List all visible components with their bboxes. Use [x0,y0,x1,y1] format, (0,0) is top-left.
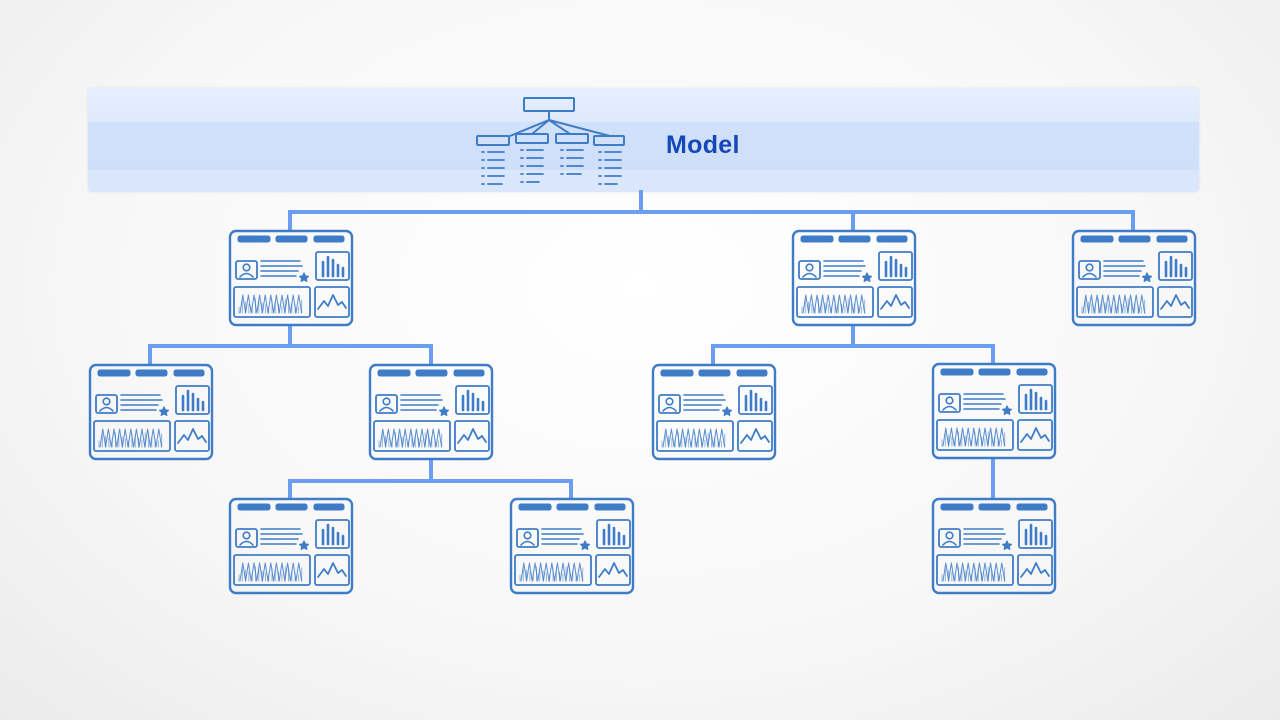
dashboard-report-icon [88,363,214,461]
report-dashboard[interactable] [1071,229,1197,327]
model-band-stripe [88,122,1199,170]
connector-r2-children [711,324,995,365]
model-title: Model [666,131,740,159]
report-dashboard[interactable] [931,362,1057,460]
report-dashboard[interactable] [228,497,354,595]
dashboard-report-icon [931,497,1057,595]
dashboard-report-icon [1071,229,1197,327]
dashboard-report-icon [509,497,635,595]
model-band [88,88,1199,192]
dashboard-report-icon [931,362,1057,460]
report-dashboard[interactable] [931,497,1057,595]
report-dashboard[interactable] [509,497,635,595]
report-dashboard[interactable] [791,229,917,327]
connector-r5-children [288,459,573,499]
dashboard-report-icon [228,229,354,327]
dashboard-report-icon [791,229,917,327]
report-dashboard[interactable] [88,363,214,461]
dashboard-report-icon [368,363,494,461]
report-dashboard[interactable] [368,363,494,461]
hierarchy-model-icon [476,97,625,185]
connector-model-level1 [288,190,1135,231]
report-dashboard[interactable] [228,229,354,327]
dashboard-report-icon [651,363,777,461]
report-dashboard[interactable] [651,363,777,461]
dashboard-report-icon [228,497,354,595]
connector-r1-children [148,324,433,365]
